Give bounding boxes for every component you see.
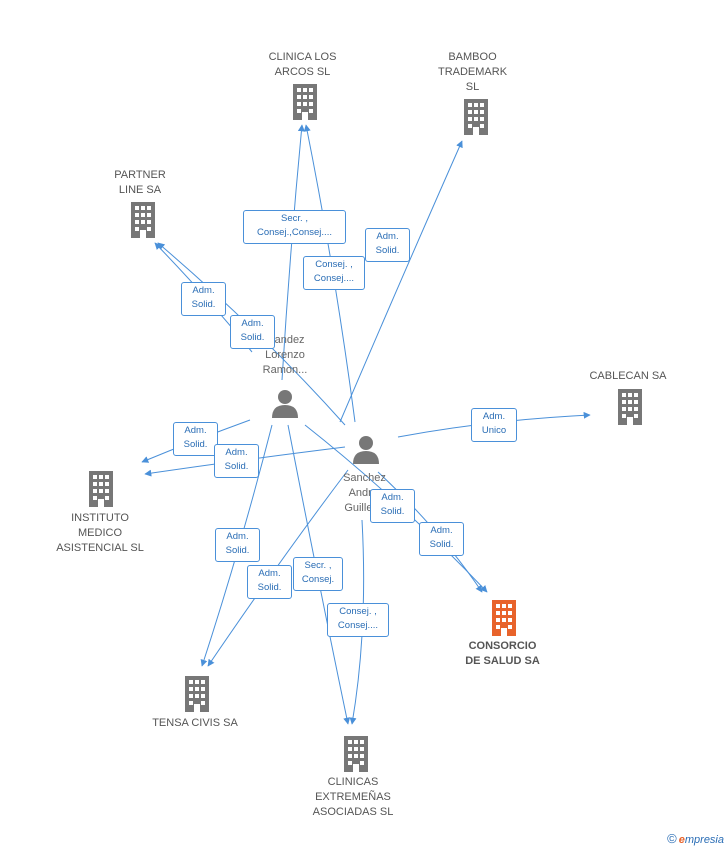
- company-name: BAMBOO TRADEMARK SL: [437, 51, 508, 93]
- edge-label[interactable]: Adm. Solid.: [173, 422, 218, 456]
- edge-label[interactable]: Secr. , Consej.,Consej....: [243, 210, 346, 244]
- empresia-copyright[interactable]: ©empresia: [667, 831, 724, 846]
- person-name: ...andez Lorenzo Ramon...: [262, 334, 308, 376]
- building-icon: [89, 471, 113, 507]
- edge-label[interactable]: Adm. Solid.: [230, 315, 275, 349]
- copyright-icon: ©: [667, 831, 677, 846]
- company-name: CONSORCIO DE SALUD SA: [465, 640, 540, 667]
- edge-label[interactable]: Secr. , Consej.: [293, 557, 343, 591]
- person-icon: [353, 436, 379, 464]
- edge-label[interactable]: Adm. Solid.: [370, 489, 415, 523]
- empresia-logo-text: mpresia: [684, 834, 724, 846]
- company-name: CLINICAS EXTREMEÑAS ASOCIADAS SL: [312, 776, 394, 818]
- edge-sanchez-tensa: [207, 469, 349, 667]
- building-icon: [618, 389, 642, 425]
- person-icon: [272, 390, 298, 418]
- company-name: CLINICA LOS ARCOS SL: [268, 51, 337, 78]
- building-icon: [464, 99, 488, 135]
- company-name: CABLECAN SA: [589, 370, 667, 382]
- edge-label[interactable]: Consej. , Consej....: [303, 256, 365, 290]
- edge-label[interactable]: Consej. , Consej....: [327, 603, 389, 637]
- building-icon: [344, 736, 368, 772]
- edge-fernandez-clinica-arcos: [281, 124, 305, 381]
- edge-label[interactable]: Adm. Solid.: [365, 228, 410, 262]
- building-icon: [293, 84, 317, 120]
- building-icon: [185, 676, 209, 712]
- empresia-logo-initial: e: [678, 834, 685, 846]
- building-icon-highlighted: [492, 600, 516, 636]
- edge-sanchez-bamboo: [339, 140, 463, 423]
- edge-label[interactable]: Adm. Solid.: [181, 282, 226, 316]
- company-name: INSTITUTO MEDICO ASISTENCIAL SL: [56, 512, 144, 554]
- edge-label[interactable]: Adm. Solid.: [247, 565, 292, 599]
- edge-label[interactable]: Adm. Solid.: [215, 528, 260, 562]
- edge-label[interactable]: Adm. Solid.: [214, 444, 259, 478]
- edge-label[interactable]: Adm. Unico: [471, 408, 517, 442]
- edge-label[interactable]: Adm. Solid.: [419, 522, 464, 556]
- company-name: PARTNER LINE SA: [114, 169, 166, 196]
- building-icon: [131, 202, 155, 238]
- company-name: TENSA CIVIS SA: [152, 717, 238, 729]
